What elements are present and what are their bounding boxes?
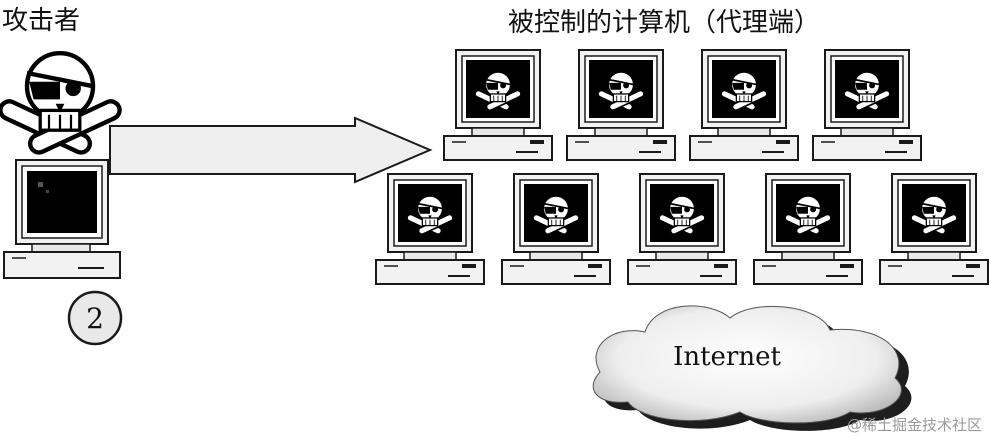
proxy-computer (444, 50, 552, 160)
internet-cloud: Internet (592, 305, 912, 431)
proxy-computer (376, 174, 484, 284)
command-arrow (109, 116, 433, 184)
proxy-computer (690, 50, 798, 160)
step-badge: 2 (67, 290, 123, 346)
attacker-skull-icon (0, 53, 122, 155)
proxy-computer (502, 174, 610, 284)
proxy-computer (813, 50, 921, 160)
step-number: 2 (86, 302, 104, 335)
proxy-computer (754, 174, 862, 284)
watermark-text: @稀土掘金技术社区 (847, 416, 982, 434)
proxy-computers-bottom-row (376, 174, 988, 284)
proxy-computers-top-row (444, 50, 921, 160)
attacker-label: 攻击者 (2, 6, 80, 36)
proxy-computer (628, 174, 736, 284)
internet-label: Internet (673, 342, 781, 372)
attacker-computer (3, 159, 121, 279)
proxies-label: 被控制的计算机（代理端） (508, 8, 820, 38)
proxy-computer (880, 174, 988, 284)
proxy-computer (567, 50, 675, 160)
